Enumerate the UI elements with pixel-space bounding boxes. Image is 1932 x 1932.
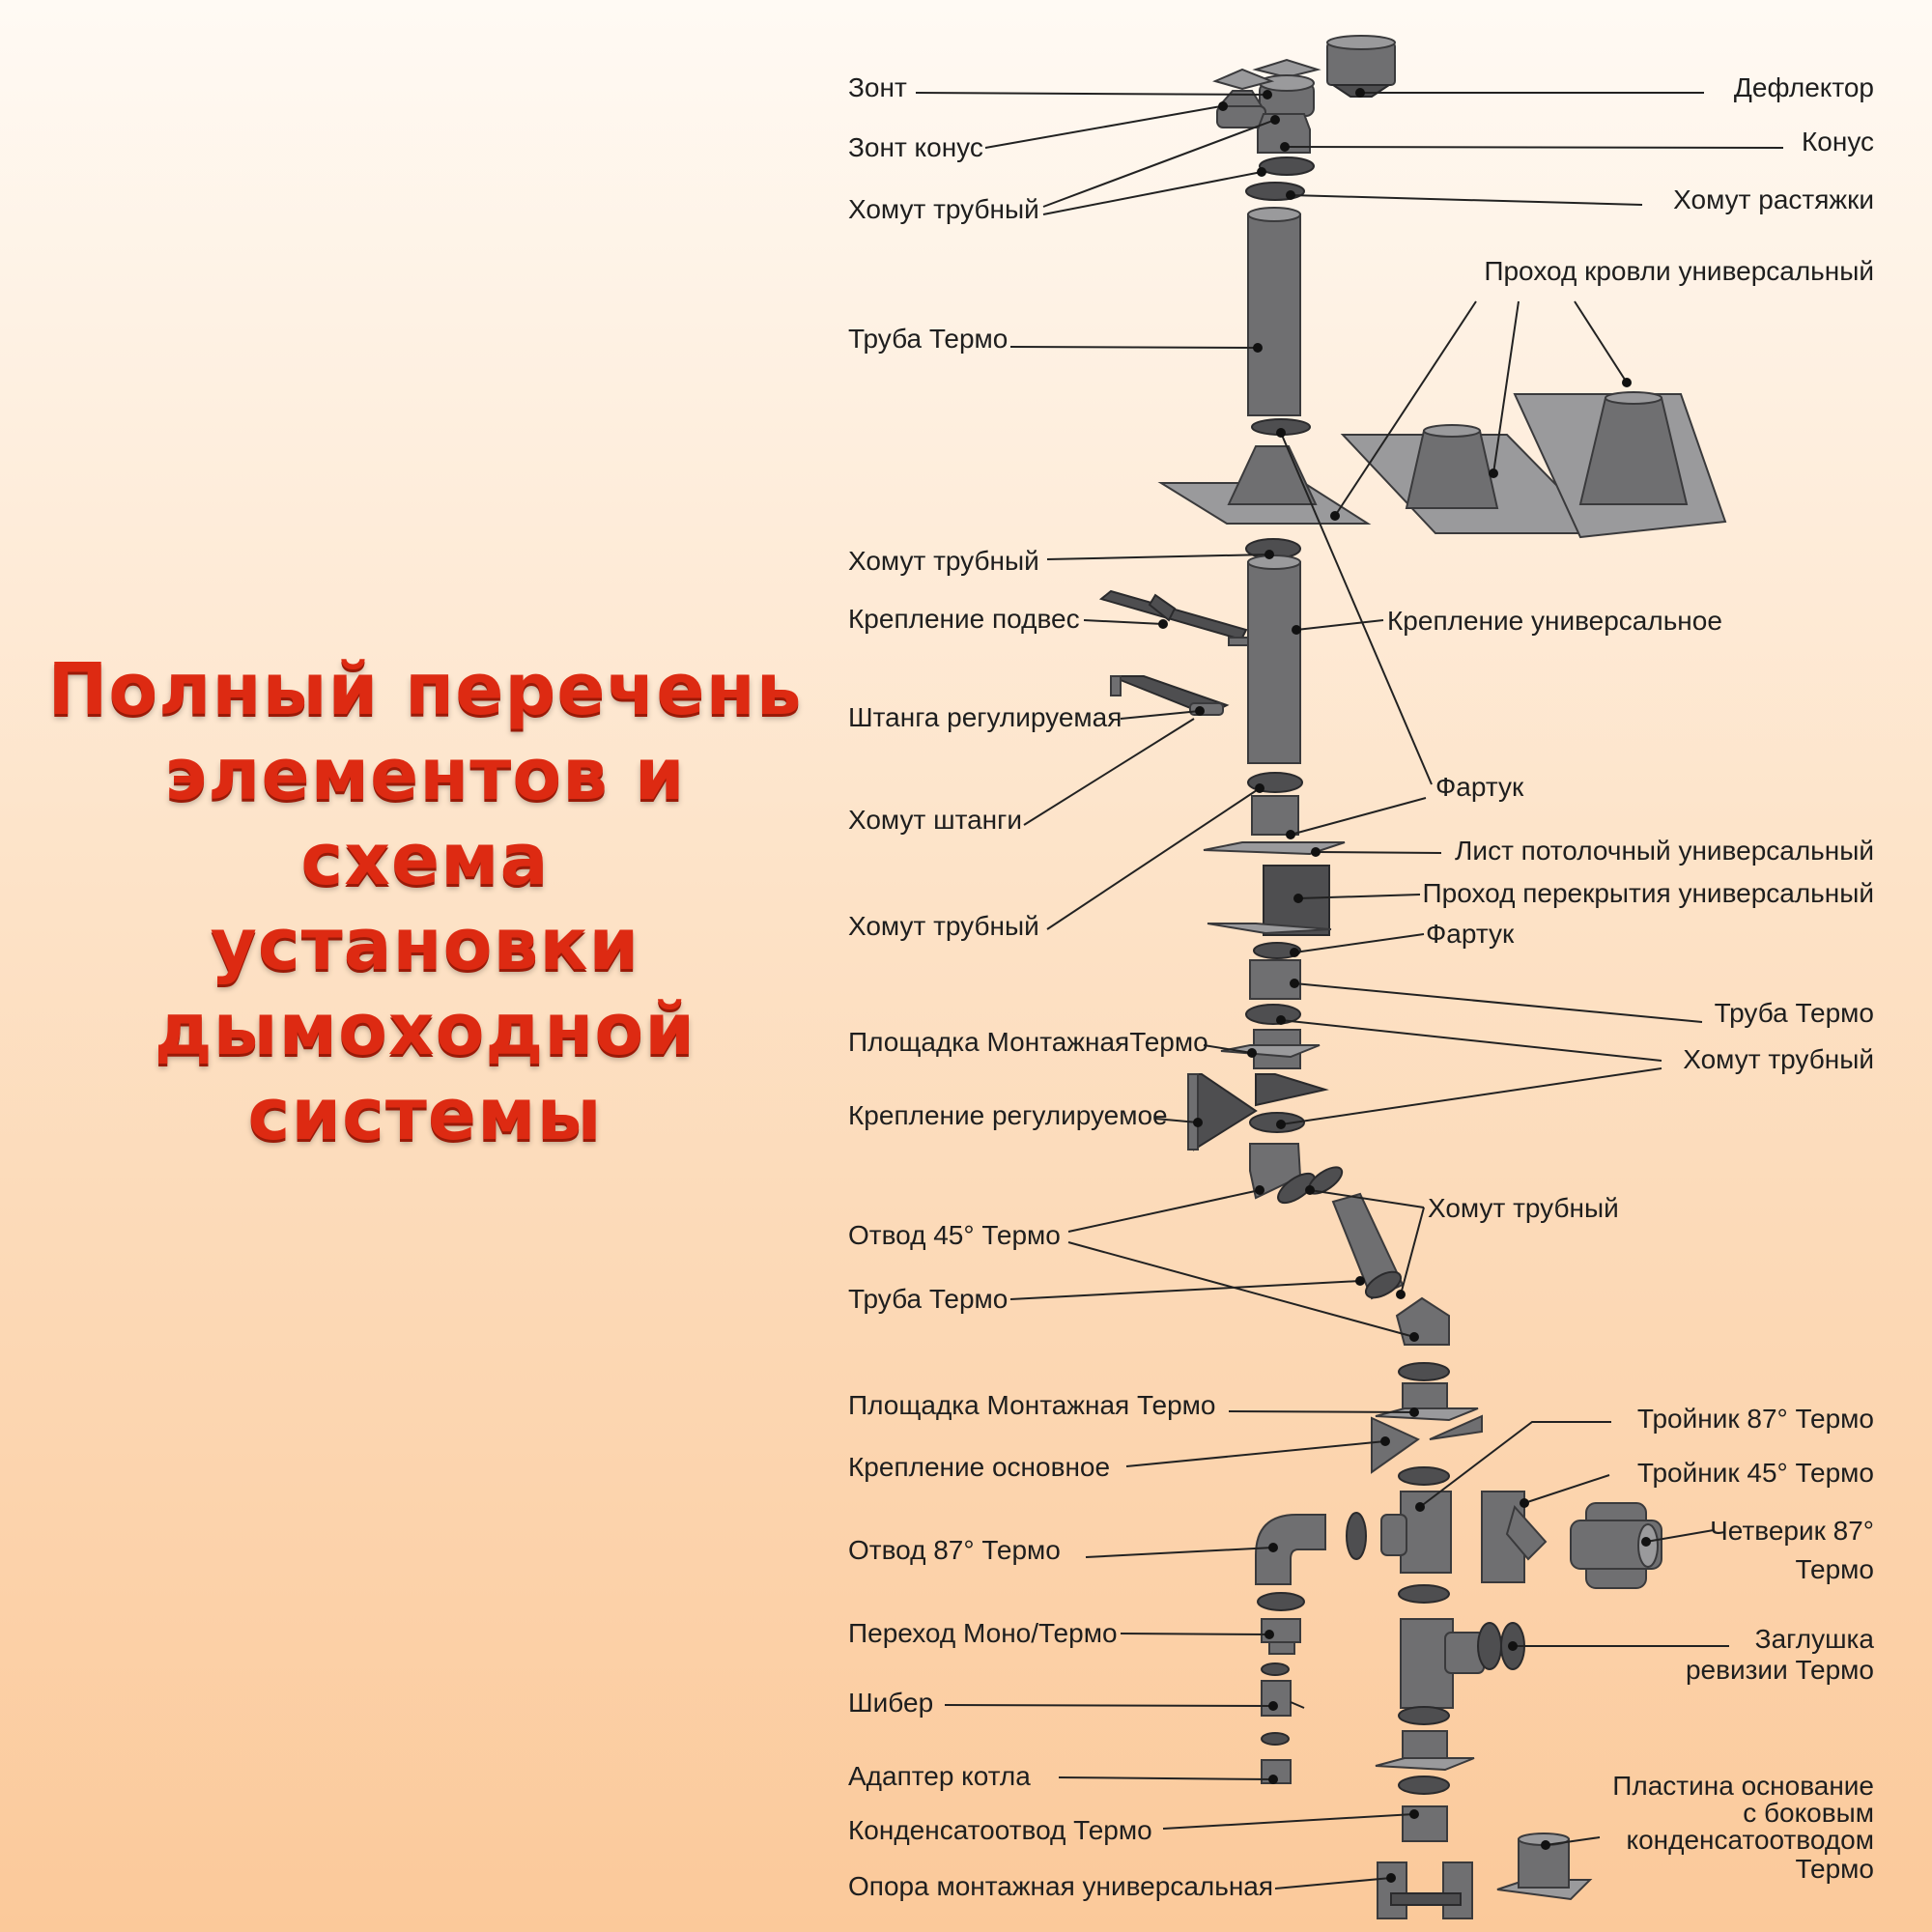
label-truba-termo-1: Труба Термо bbox=[848, 324, 1008, 354]
truba-termo-short bbox=[1249, 942, 1301, 1000]
clamp-lower-1 bbox=[1245, 1004, 1301, 1025]
label-zont: Зонт bbox=[848, 72, 907, 102]
label-plastina-1: Пластина основание bbox=[1612, 1771, 1874, 1801]
label-shiber: Шибер bbox=[848, 1688, 933, 1718]
leader-lines bbox=[915, 92, 1784, 1889]
label-khomut-trubny-5: Хомут трубный bbox=[1428, 1193, 1619, 1223]
label-khomut-trubny-4: Хомут трубный bbox=[1683, 1044, 1874, 1074]
shtanga-part bbox=[1110, 675, 1230, 717]
kreplenie-podves-part bbox=[1098, 589, 1249, 646]
otvod-87-part bbox=[1255, 1514, 1326, 1585]
shiber-part bbox=[1261, 1662, 1305, 1717]
label-fartuk-1: Фартук bbox=[1435, 772, 1524, 802]
leader-dots bbox=[1158, 88, 1651, 1883]
zont-part bbox=[1252, 58, 1321, 117]
label-chetverik-1: Четверик 87° bbox=[1710, 1516, 1874, 1546]
label-zaglushka-1: Заглушка bbox=[1755, 1624, 1875, 1654]
zont-konus-part bbox=[1212, 68, 1275, 128]
roof-passthrough-3 bbox=[1513, 391, 1727, 539]
label-plastina-2: с боковым bbox=[1743, 1798, 1874, 1828]
label-kreplenie-reg: Крепление регулируемое bbox=[848, 1100, 1168, 1130]
label-zont-konus: Зонт конус bbox=[848, 132, 983, 162]
label-kreplenie-podves: Крепление подвес bbox=[848, 604, 1080, 634]
truba-termo-upper bbox=[1247, 207, 1311, 436]
title-line-2: элементов и схема bbox=[164, 733, 686, 901]
page-title: Полный перечень элементов и схема устано… bbox=[39, 647, 811, 1157]
title-line-1: Полный перечень bbox=[47, 648, 803, 731]
konus-part bbox=[1257, 113, 1311, 154]
truba-termo-middle bbox=[1247, 554, 1301, 764]
label-ploshchadka-2: Площадка Монтажная Термо bbox=[848, 1390, 1215, 1420]
troynik-87-part bbox=[1346, 1466, 1452, 1574]
branch-clamp bbox=[1257, 1592, 1305, 1611]
fartuk-lower-part bbox=[1207, 923, 1332, 935]
chimney-parts bbox=[1098, 35, 1727, 1919]
title-line-4: дымоходной bbox=[154, 988, 696, 1071]
label-zaglushka-2: ревизии Термо bbox=[1686, 1655, 1874, 1685]
ploshchadka-1-part bbox=[1220, 1029, 1321, 1069]
label-shtanga: Штанга регулируемая bbox=[848, 702, 1122, 732]
label-khomut-trubny-3: Хомут трубный bbox=[848, 911, 1039, 941]
otvod-45-lower bbox=[1364, 1270, 1450, 1346]
opora-part bbox=[1377, 1861, 1473, 1919]
label-fartuk-2: Фартук bbox=[1426, 919, 1515, 949]
top-clamps bbox=[1245, 156, 1315, 201]
label-khomut-trubny-2: Хомут трубный bbox=[848, 546, 1039, 576]
list-potolochny-part bbox=[1203, 841, 1346, 856]
label-troynik-87: Тройник 87° Термо bbox=[1637, 1404, 1874, 1434]
label-adapter: Адаптер котла bbox=[848, 1761, 1031, 1791]
label-ploshchadka-1: Площадка МонтажнаяТермо bbox=[848, 1027, 1208, 1057]
label-khomut-trubny-1: Хомут трубный bbox=[848, 194, 1039, 224]
label-konus: Конус bbox=[1802, 127, 1874, 156]
label-deflektor: Дефлектор bbox=[1734, 72, 1874, 102]
label-truba-termo-2: Труба Термо bbox=[1715, 998, 1874, 1028]
label-perekhod: Переход Моно/Термо bbox=[848, 1618, 1118, 1648]
label-khomut-rastyazhki: Хомут растяжки bbox=[1673, 185, 1874, 214]
label-prokhod-perekr: Проход перекрытия универсальный bbox=[1423, 878, 1874, 908]
label-kondensat: Конденсатоотвод Термо bbox=[848, 1815, 1152, 1845]
bottom-stack bbox=[1375, 1706, 1475, 1842]
right-labels: Дефлектор Конус Хомут растяжки Проход кр… bbox=[1387, 72, 1874, 1884]
kreplenie-osnovnoe-part bbox=[1371, 1414, 1483, 1474]
label-troynik-45: Тройник 45° Термо bbox=[1637, 1458, 1874, 1488]
label-truba-termo-3: Труба Термо bbox=[848, 1284, 1008, 1314]
otvod-45-upper bbox=[1249, 1143, 1302, 1200]
label-plastina-3: конденсатоотводом bbox=[1627, 1825, 1874, 1855]
troynik-45-part bbox=[1481, 1491, 1548, 1583]
roof-passthrough-2 bbox=[1340, 424, 1606, 534]
label-kreplenie-univ: Крепление универсальное bbox=[1387, 606, 1722, 636]
label-khomut-shtangi: Хомут штанги bbox=[848, 805, 1022, 835]
title-line-5: системы bbox=[247, 1073, 603, 1156]
label-chetverik-2: Термо bbox=[1796, 1554, 1875, 1584]
revision-tee-part bbox=[1398, 1584, 1485, 1709]
left-labels: Зонт Зонт конус Хомут трубный Труба Терм… bbox=[848, 72, 1273, 1901]
label-list-potol: Лист потолочный универсальный bbox=[1455, 836, 1874, 866]
kreplenie-reg-part bbox=[1186, 1073, 1329, 1151]
label-otvod-87: Отвод 87° Термо bbox=[848, 1535, 1061, 1565]
label-opora: Опора монтажная универсальная bbox=[848, 1871, 1273, 1901]
label-plastina-4: Термо bbox=[1796, 1854, 1875, 1884]
deflektor-part bbox=[1326, 35, 1396, 98]
label-kreplenie-osn: Крепление основное bbox=[848, 1452, 1110, 1482]
ploshchadka-2-part bbox=[1375, 1362, 1479, 1422]
short-pipe-1 bbox=[1251, 795, 1299, 836]
plastina-part bbox=[1496, 1833, 1593, 1901]
label-otvod-45: Отвод 45° Термо bbox=[848, 1220, 1061, 1250]
label-prokhod-krovli: Проход кровли универсальный bbox=[1484, 256, 1874, 286]
title-line-3: установки bbox=[210, 903, 640, 986]
